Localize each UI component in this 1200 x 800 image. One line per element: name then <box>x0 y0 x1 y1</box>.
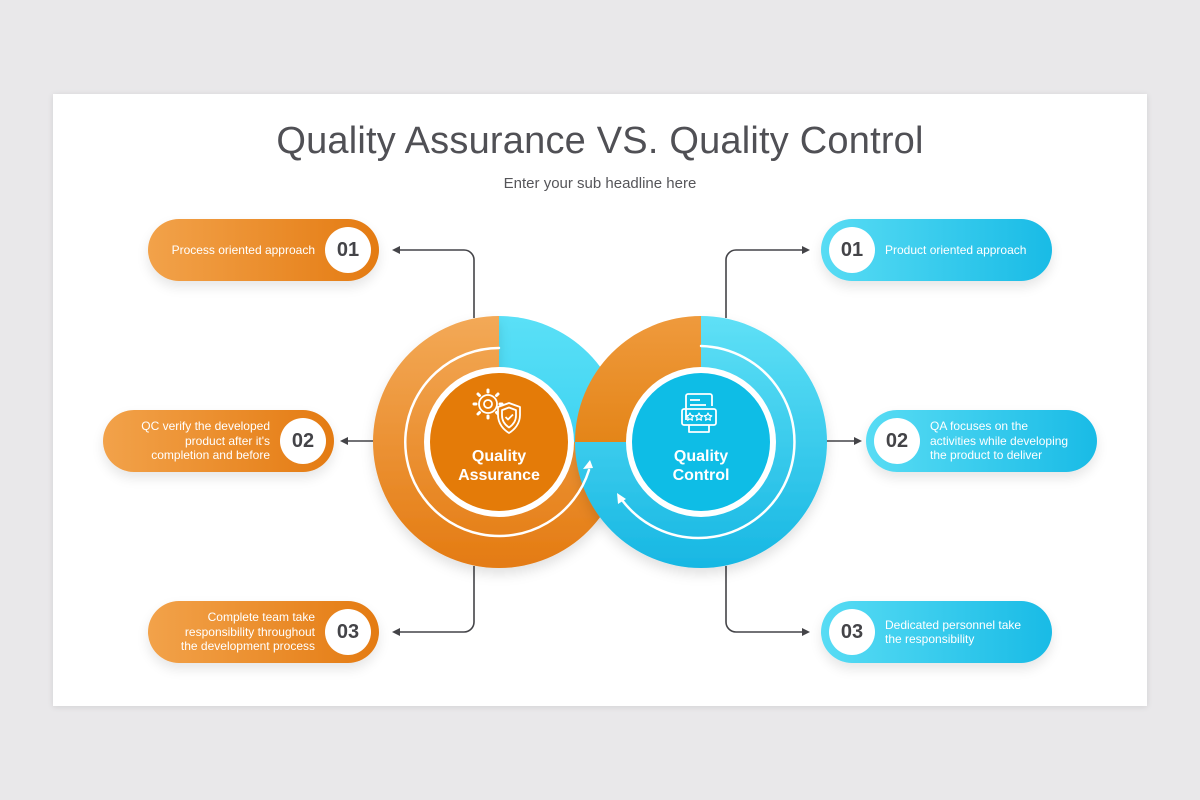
qa-item-02-number: 02 <box>280 418 326 464</box>
qa-item-03-line: the development process <box>180 639 315 654</box>
qc-item-02-line: activities while developing <box>930 433 1069 448</box>
qa-item-02-line: completion and before <box>151 448 270 463</box>
qa-inner-circle <box>430 373 568 511</box>
qc-item-02-text: QA focuses on the activities while devel… <box>920 419 1097 463</box>
qa-item-03-text: Complete team take responsibility throug… <box>148 610 325 654</box>
gear-shield-icon <box>472 388 521 434</box>
qa-item-03: Complete team take responsibility throug… <box>148 601 379 663</box>
qc-item-02-line: the product to deliver <box>930 448 1043 463</box>
qc-item-03-line: the responsibility <box>885 632 975 646</box>
qa-item-03-number: 03 <box>325 609 371 655</box>
qa-item-02-text: QC verify the developed product after it… <box>103 419 280 463</box>
qc-label-line1: Quality <box>674 448 728 465</box>
qa-label-line2: Assurance <box>458 467 540 484</box>
qc-inner-circle <box>632 373 770 511</box>
qc-item-02-line: QA focuses on the <box>930 419 1029 434</box>
connector-arrowheads <box>340 246 862 636</box>
qc-item-03-number: 03 <box>829 609 875 655</box>
connector-lines <box>346 249 856 633</box>
qa-arrowhead <box>583 460 593 469</box>
page-subtitle: Enter your sub headline here <box>503 175 697 192</box>
qc-item-01: 01 Product oriented approach <box>821 219 1052 281</box>
qc-item-01-number: 01 <box>829 227 875 273</box>
qa-item-03-line: Complete team take <box>207 610 315 625</box>
qa-item-01-text: Process oriented approach <box>148 243 325 258</box>
page-title: Quality Assurance VS. Quality Control <box>276 120 924 162</box>
qa-item-02-line: product after it's <box>185 433 270 448</box>
qc-item-02: 02 QA focuses on the activities while de… <box>866 410 1097 472</box>
qa-item-02-line: QC verify the developed <box>141 419 270 434</box>
qc-item-01-text: Product oriented approach <box>875 243 1052 258</box>
qc-label-line2: Control <box>673 467 730 484</box>
qc-item-03: 03 Dedicated personnel take the responsi… <box>821 601 1052 663</box>
qc-item-03-line: Dedicated personnel take <box>885 617 1022 632</box>
qa-item-01: Process oriented approach 01 <box>148 219 379 281</box>
document-stars-icon <box>681 393 717 433</box>
qa-item-03-line: responsibility throughout <box>184 624 315 639</box>
qa-item-01-line: Process oriented approach <box>171 242 315 257</box>
qc-item-01-line: Product oriented approach <box>885 242 1027 257</box>
qc-item-03-text: Dedicated personnel take the responsibil… <box>875 618 1052 647</box>
flow-arrows <box>404 344 796 540</box>
qa-item-01-number: 01 <box>325 227 371 273</box>
qa-item-02: QC verify the developed product after it… <box>103 410 334 472</box>
qa-label-line1: Quality <box>472 448 526 465</box>
qc-arrowhead <box>617 493 626 504</box>
qc-item-02-number: 02 <box>874 418 920 464</box>
